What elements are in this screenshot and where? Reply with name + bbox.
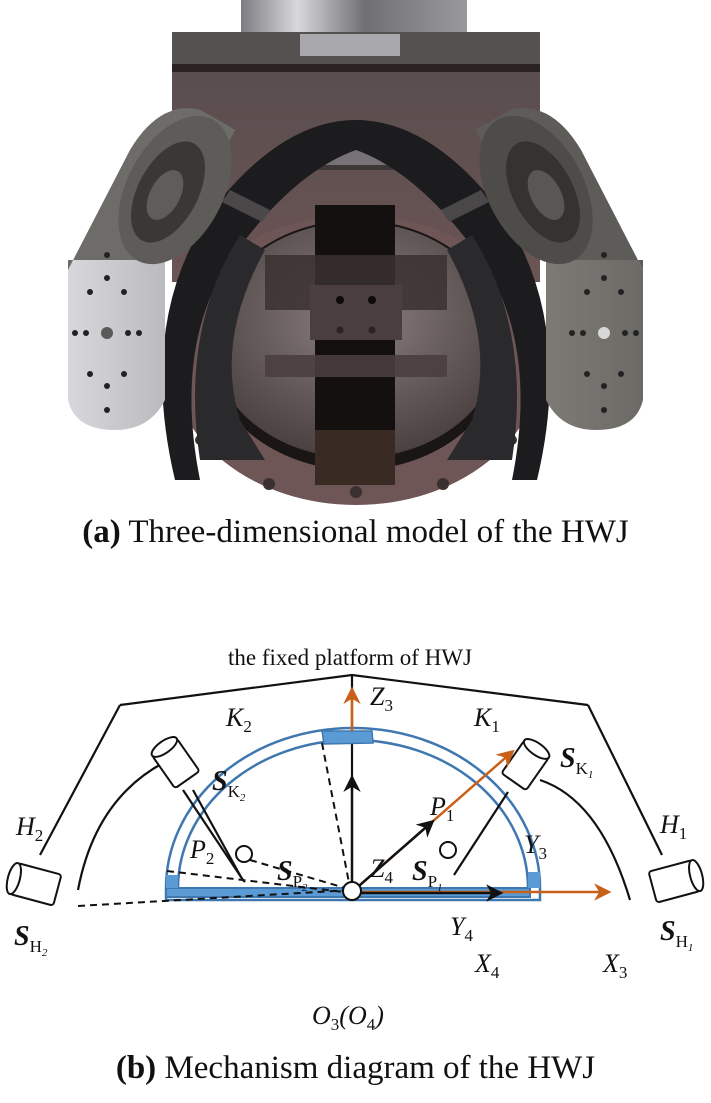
joint-H2-cylinder — [5, 861, 62, 906]
panel-b-label: (b) — [115, 1050, 157, 1086]
label-Y3: Y3 — [524, 830, 547, 863]
top-shaft — [241, 0, 467, 32]
joint-H1-cylinder — [648, 858, 705, 903]
label-Z4: Z4 — [370, 854, 393, 887]
left-kinematic-chain — [76, 762, 246, 891]
panel-a-caption-text: Three-dimensional model of the HWJ — [120, 514, 629, 550]
dashed-screw-lines — [77, 742, 353, 907]
fixed-platform-label: the fixed platform of HWJ — [228, 645, 472, 670]
fixed-platform — [39, 673, 663, 856]
caption-panel-a: (a) Three-dimensional model of the HWJ — [0, 514, 711, 551]
label-S-P2: SP2 — [277, 856, 308, 894]
label-S-H2: SH2 — [14, 921, 48, 959]
panel-a-label: (a) — [82, 514, 121, 550]
label-S-P1: SP1 — [412, 856, 443, 894]
origin-point — [342, 881, 362, 901]
label-S-K2: SK2 — [212, 766, 246, 804]
label-Z3: Z3 — [370, 682, 393, 715]
joint-P2-point — [235, 845, 253, 863]
label-P1: P1 — [429, 792, 454, 825]
left-motor-bracket — [68, 108, 270, 430]
caption-panel-b: (b) Mechanism diagram of the HWJ — [0, 1050, 711, 1087]
label-K1: K1 — [473, 703, 500, 736]
label-Y4: Y4 — [450, 912, 473, 945]
label-origin: O3(O4) — [312, 1001, 384, 1034]
joint-P1-point — [439, 841, 457, 859]
axis-Y4-arrow — [351, 819, 435, 893]
label-H1: H1 — [659, 810, 687, 843]
right-kinematic-chain — [453, 778, 632, 901]
panel-b-caption-text: Mechanism diagram of the HWJ — [156, 1050, 596, 1086]
right-motor-bracket — [441, 108, 643, 430]
hwj-3d-model-render — [68, 0, 643, 505]
label-H2: H2 — [15, 812, 43, 845]
label-X4: X4 — [474, 949, 500, 982]
label-X3: X3 — [602, 949, 627, 982]
label-K2: K2 — [225, 703, 252, 736]
mechanism-diagram: the fixed platform of HWJ — [5, 645, 705, 1034]
label-P2: P2 — [189, 835, 214, 868]
joint-K2-cylinder — [150, 736, 200, 789]
label-S-H1: SH1 — [660, 916, 693, 954]
label-S-K1: SK1 — [560, 743, 593, 781]
